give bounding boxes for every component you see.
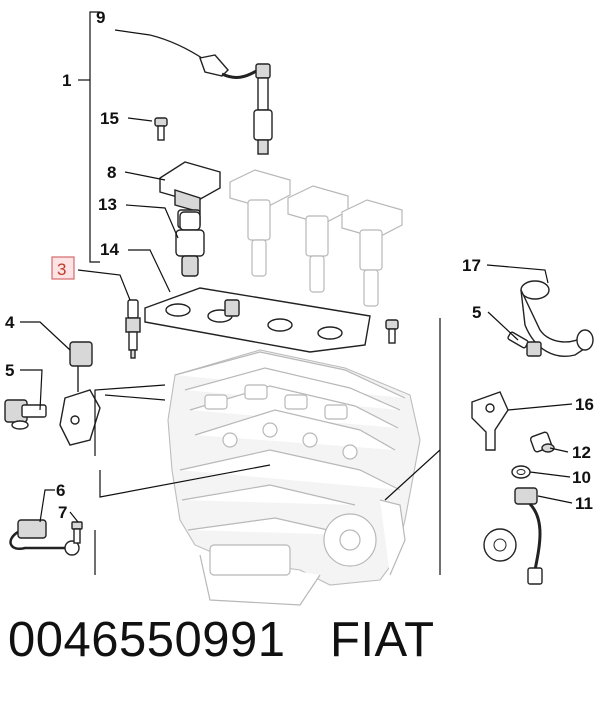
- callout-13: 13: [98, 195, 117, 214]
- callout-6: 6: [56, 481, 65, 500]
- callout-9: 9: [96, 8, 105, 27]
- callout-15: 15: [100, 109, 119, 128]
- callout-5-right: 5: [472, 303, 481, 322]
- leader-lines: [20, 11, 573, 575]
- callout-10: 10: [572, 468, 591, 487]
- screw-7-part: [71, 521, 83, 544]
- bolt-15-part: [154, 117, 168, 141]
- callout-4: 4: [5, 313, 15, 332]
- brand-text: FIAT: [330, 613, 435, 667]
- spark-plug-part: [125, 299, 141, 359]
- ignition-coil-ghost-2: [229, 169, 291, 277]
- callout-labels: 9 1 15 8 13 14 3 4 5 6 7 17 5 16 12 10 1…: [5, 8, 594, 522]
- ignition-coil-ghost-3: [287, 185, 349, 293]
- bracket-part: [471, 391, 509, 451]
- footer: 0046550991 FIAT: [0, 612, 600, 682]
- seal-ring-part: [511, 465, 531, 479]
- callout-12: 12: [572, 443, 591, 462]
- cam-sensor-part: [59, 341, 101, 446]
- callout-17: 17: [462, 256, 481, 275]
- part-number-text: 0046550991: [8, 613, 286, 667]
- callout-11: 11: [575, 494, 593, 513]
- callout-16: 16: [575, 395, 594, 414]
- callout-3-highlight: [51, 256, 75, 280]
- callout-8: 8: [107, 163, 116, 182]
- callout-7: 7: [58, 503, 67, 522]
- cover-plate-part: [144, 287, 371, 353]
- ignition-coil-ghost-4: [341, 199, 403, 307]
- callout-14: 14: [100, 240, 119, 259]
- callout-3: 3: [57, 260, 66, 279]
- engine-block-illustration: [167, 349, 421, 606]
- plate-screw-part: [385, 319, 399, 344]
- elbow-pipe-part: [520, 280, 594, 357]
- callout-5-left: 5: [5, 361, 14, 380]
- callout-1: 1: [62, 71, 71, 90]
- coil-boot-part: [175, 211, 205, 277]
- knock-sensor-part: [9, 519, 80, 556]
- ht-lead-part: [149, 34, 273, 155]
- crank-sensor-part: [483, 487, 543, 585]
- plug-12-part: [529, 431, 555, 453]
